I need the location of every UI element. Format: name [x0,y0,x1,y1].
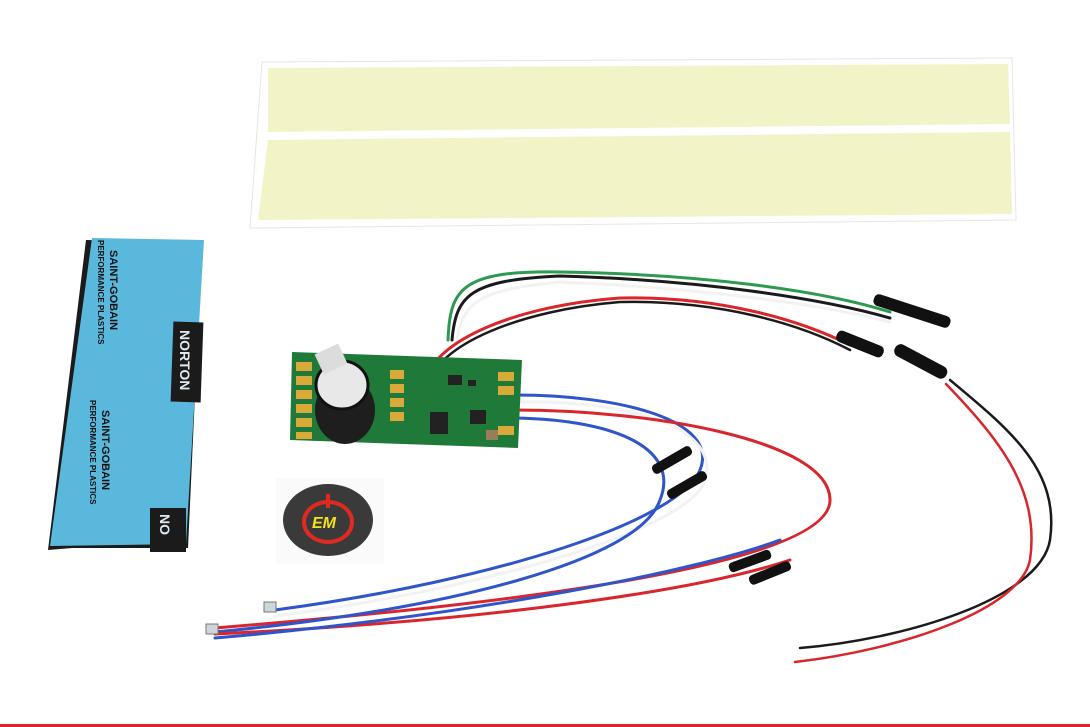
logo-text: EM [312,515,337,532]
brand-print-bottom: SAINT-GOBAIN PERFORMANCE PLASTICS [88,400,111,505]
solder-pads [296,362,514,439]
liner-text-bottom: NO [157,514,173,535]
brand-line-2b: PERFORMANCE PLASTICS [88,400,97,505]
heatshrink-sleeves [651,294,951,585]
brand-line-1b: SAINT-GOBAIN [99,410,111,490]
smd-components [430,375,498,440]
liner-text-top: NORTON [177,330,193,390]
decoder-pcb [290,343,522,448]
liner-tab-bottom [150,508,186,552]
led-pair [205,601,277,635]
led-lower [205,623,219,635]
adhesive-tape-strip [249,57,1017,229]
tape-strip-lower [258,132,1012,220]
brand-line-1: SAINT-GOBAIN [107,250,119,330]
bottom-red-rule [0,724,1090,727]
tape-strip-upper [268,64,1010,132]
foam-pad: NORTON NO SAINT-GOBAIN PERFORMANCE PLAST… [48,238,204,552]
logo-disc [283,484,373,556]
capacitor [314,343,375,444]
liner-tab-top [170,321,204,403]
brand-print-top: SAINT-GOBAIN PERFORMANCE PLASTICS [96,240,119,345]
wire-harness [213,270,1053,664]
em-logo-sticker: EM [276,478,384,564]
brand-line-2: PERFORMANCE PLASTICS [96,240,105,345]
led-upper [263,601,277,613]
foam-pad-surface [50,238,204,546]
